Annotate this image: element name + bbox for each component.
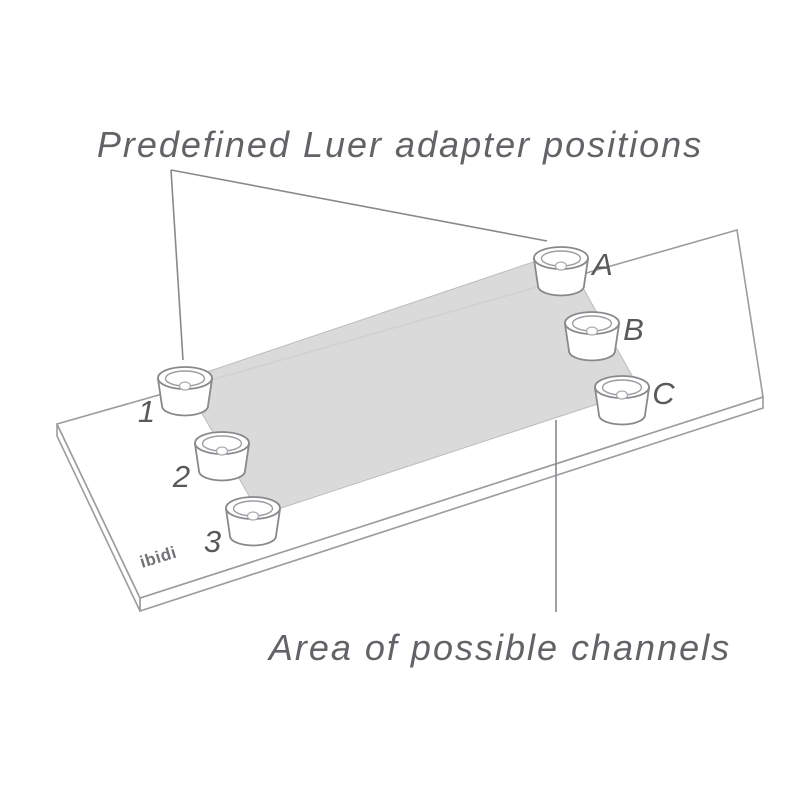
luer-adapter-A	[533, 246, 589, 297]
diagram-title: Predefined Luer adapter positions	[97, 124, 703, 165]
luer-adapter-B	[564, 311, 620, 362]
area-of-channels-label: Area of possible channels	[267, 627, 731, 668]
adapter-label-3: 3	[204, 524, 222, 559]
adapter-label-B: B	[623, 312, 645, 347]
luer-adapter-3	[225, 496, 281, 547]
adapter-label-1: 1	[138, 394, 156, 429]
leader-line-to-adapter-A	[170, 169, 548, 242]
leader-line-to-adapter-1	[170, 169, 184, 361]
adapter-label-A: A	[590, 247, 614, 282]
luer-adapter-1	[157, 366, 213, 417]
adapter-label-C: C	[652, 376, 675, 411]
luer-adapter-C	[594, 375, 650, 426]
adapter-label-2: 2	[172, 459, 191, 494]
luer-adapter-2	[194, 431, 250, 482]
